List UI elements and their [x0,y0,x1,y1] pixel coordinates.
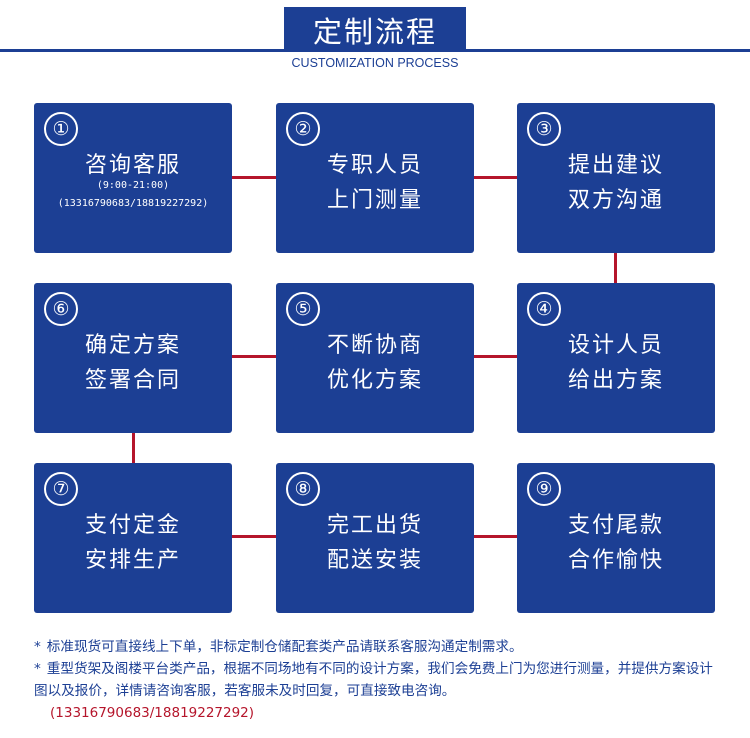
step-3-box: ③ 提出建议 双方沟通 [517,103,715,253]
step-1-box: ① 咨询客服 (9:00-21:00) (13316790683/1881922… [34,103,232,253]
note-star: * [34,639,41,655]
step-8-box: ⑧ 完工出货 配送安装 [276,463,474,613]
page-subtitle: CUSTOMIZATION PROCESS [291,56,459,70]
step-number: ② [286,112,320,146]
step-2-box: ② 专职人员 上门测量 [276,103,474,253]
step-number: ⑥ [44,292,78,326]
step-subtitle: 双方沟通 [567,188,664,213]
step-4-box: ④ 设计人员 给出方案 [517,283,715,433]
step-title: 支付定金 [84,513,181,538]
step-number: ⑤ [286,292,320,326]
note-phone: (13316790683/18819227292) [50,705,255,721]
page-title: 定制流程 [284,7,466,52]
connector-1-2 [232,176,276,179]
step-subtitle: 上门测量 [326,188,423,213]
connector-6-7 [132,431,135,465]
step-number: ① [44,112,78,146]
connector-2-3 [473,176,517,179]
note-custom-text: 重型货架及阁楼平台类产品，根据不同场地有不同的设计方案，我们会免费上门为您进行测… [34,661,713,699]
step-number: ⑧ [286,472,320,506]
step-title: 确定方案 [84,333,181,358]
step-number: ⑦ [44,472,78,506]
step-subtitle: 合作愉快 [567,548,664,573]
step-title: 提出建议 [567,153,664,178]
step-subtitle: 签署合同 [84,368,181,393]
step-subtitle: 优化方案 [326,368,423,393]
step-9-box: ⑨ 支付尾款 合作愉快 [517,463,715,613]
connector-8-9 [473,535,517,538]
step-number: ⑨ [527,472,561,506]
step-title: 完工出货 [326,513,423,538]
note-standard-text: 标准现货可直接线上下单，非标定制仓储配套类产品请联系客服沟通定制需求。 [46,639,523,655]
service-hours: (9:00-21:00) [96,180,170,191]
step-title: 专职人员 [326,153,423,178]
step-6-box: ⑥ 确定方案 签署合同 [34,283,232,433]
service-phone: (13316790683/18819227292) [57,198,209,209]
step-5-box: ⑤ 不断协商 优化方案 [276,283,474,433]
connector-4-5 [473,355,517,358]
step-7-box: ⑦ 支付定金 安排生产 [34,463,232,613]
connector-3-4 [614,251,617,285]
note-standard: * 标准现货可直接线上下单，非标定制仓储配套类产品请联系客服沟通定制需求。 [34,636,724,658]
step-number: ④ [527,292,561,326]
step-title: 支付尾款 [567,513,664,538]
step-subtitle: 给出方案 [567,368,664,393]
process-diagram: ① 咨询客服 (9:00-21:00) (13316790683/1881922… [34,103,715,613]
notes-section: *标准现货可直接线上下单，非标定制仓储配套类产品请联系客服沟通定制需求。 *重型… [34,636,724,724]
note-custom: *重型货架及阁楼平台类产品，根据不同场地有不同的设计方案，我们会免费上门为您进行… [34,658,724,702]
step-title: 咨询客服 [84,153,181,178]
step-title: 不断协商 [326,333,423,358]
step-subtitle: 配送安装 [326,548,423,573]
step-title: 设计人员 [567,333,664,358]
connector-5-6 [232,355,276,358]
connector-7-8 [232,535,276,538]
step-number: ③ [527,112,561,146]
page-title-text: 定制流程 [312,14,437,49]
step-subtitle: 安排生产 [84,548,181,573]
note-star: * [34,661,41,677]
